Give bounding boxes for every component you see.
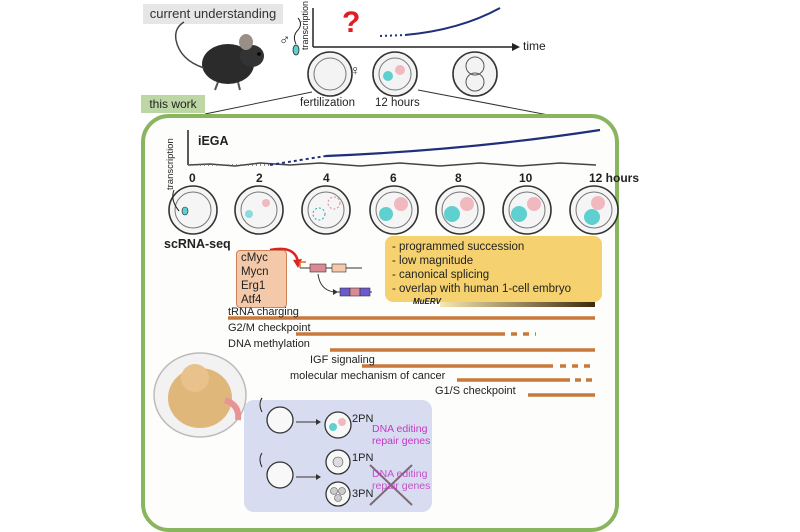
tf-label: Atf4 (241, 294, 262, 306)
finding-item: - programmed succession (392, 241, 525, 253)
pn-note-1pn-3pn: DNA editing repair genes (372, 468, 431, 492)
tick-label: 0 (189, 171, 196, 185)
tick-label: 6 (390, 171, 397, 185)
pn-label-3pn: 3PN (352, 488, 374, 500)
gene-structure-icon (299, 261, 372, 297)
finding-item: - overlap with human 1-cell embryo (392, 283, 571, 295)
timeline-axes (187, 128, 601, 167)
pathway-label: tRNA charging (228, 306, 299, 318)
mouse-illustration (174, 21, 264, 91)
transcription-factor-box: cMyc Mycn Erg1 Atf4 (236, 250, 287, 308)
fertilization-label: fertilization (300, 97, 355, 109)
tick-label: 4 (323, 171, 330, 185)
current-understanding-label: current understanding (143, 4, 283, 24)
tf-label: cMyc (241, 252, 268, 264)
tf-label: Mycn (241, 266, 269, 278)
pathway-label: IGF signaling (310, 354, 375, 366)
tick-label: 12 hours (589, 171, 640, 185)
timeline-title: iEGA (198, 134, 229, 148)
female-symbol: ♀ (350, 62, 361, 78)
top-axes (312, 7, 520, 51)
pathway-label: DNA methylation (228, 338, 310, 350)
method-label: scRNA-seq (164, 237, 231, 251)
pn-label-2pn: 2PN (352, 413, 374, 425)
question-mark: ? (342, 6, 361, 39)
pn-note-2pn: DNA editing repair genes (372, 423, 431, 447)
pathway-label: G1/S checkpoint (435, 385, 516, 397)
tick-label: 10 (519, 171, 533, 185)
timeline-embryos (168, 185, 619, 235)
top-x-axis-label: time (523, 39, 546, 53)
this-work-label: this work (141, 95, 205, 113)
muerv-label: MuERV (413, 297, 441, 306)
fetus-illustration (153, 352, 247, 438)
pn-label-1pn: 1PN (352, 452, 374, 464)
male-symbol: ♂ (279, 32, 291, 49)
sperm-icon (292, 17, 301, 56)
finding-item: - canonical splicing (392, 269, 490, 281)
cross-icon (369, 464, 413, 506)
findings-box: - programmed succession - low magnitude … (385, 236, 602, 302)
muerv-bar (440, 302, 595, 307)
finding-item: - low magnitude (392, 255, 474, 267)
tick-label: 8 (455, 171, 462, 185)
pathway-label: G2/M checkpoint (228, 322, 311, 334)
tick-label: 2 (256, 171, 263, 185)
tf-label: Erg1 (241, 280, 266, 292)
twelve-hours-label: 12 hours (375, 97, 420, 109)
pronuclei-embryos-overlay (259, 397, 352, 507)
pathway-bars (228, 316, 595, 397)
pathway-label: molecular mechanism of cancer (290, 370, 446, 382)
